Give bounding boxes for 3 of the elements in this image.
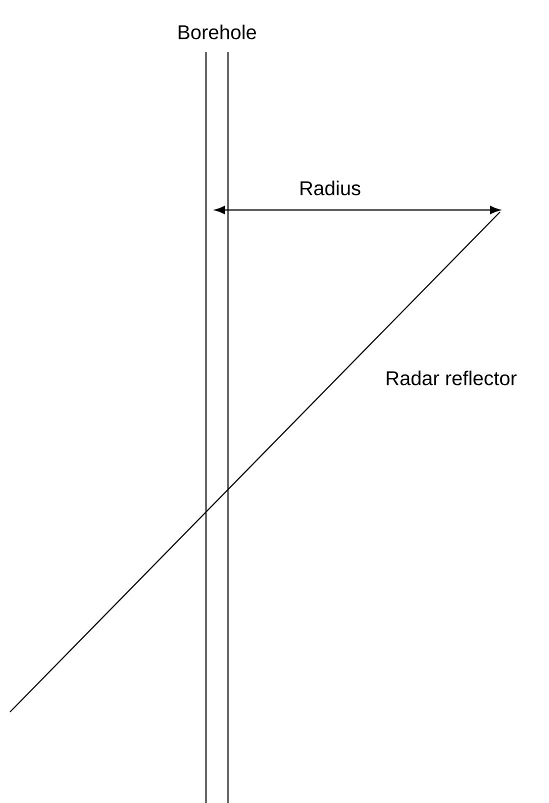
borehole-label: Borehole [178,24,256,40]
reflector-label: Radar reflector [386,370,517,386]
dimension-label: Radius [300,180,360,196]
